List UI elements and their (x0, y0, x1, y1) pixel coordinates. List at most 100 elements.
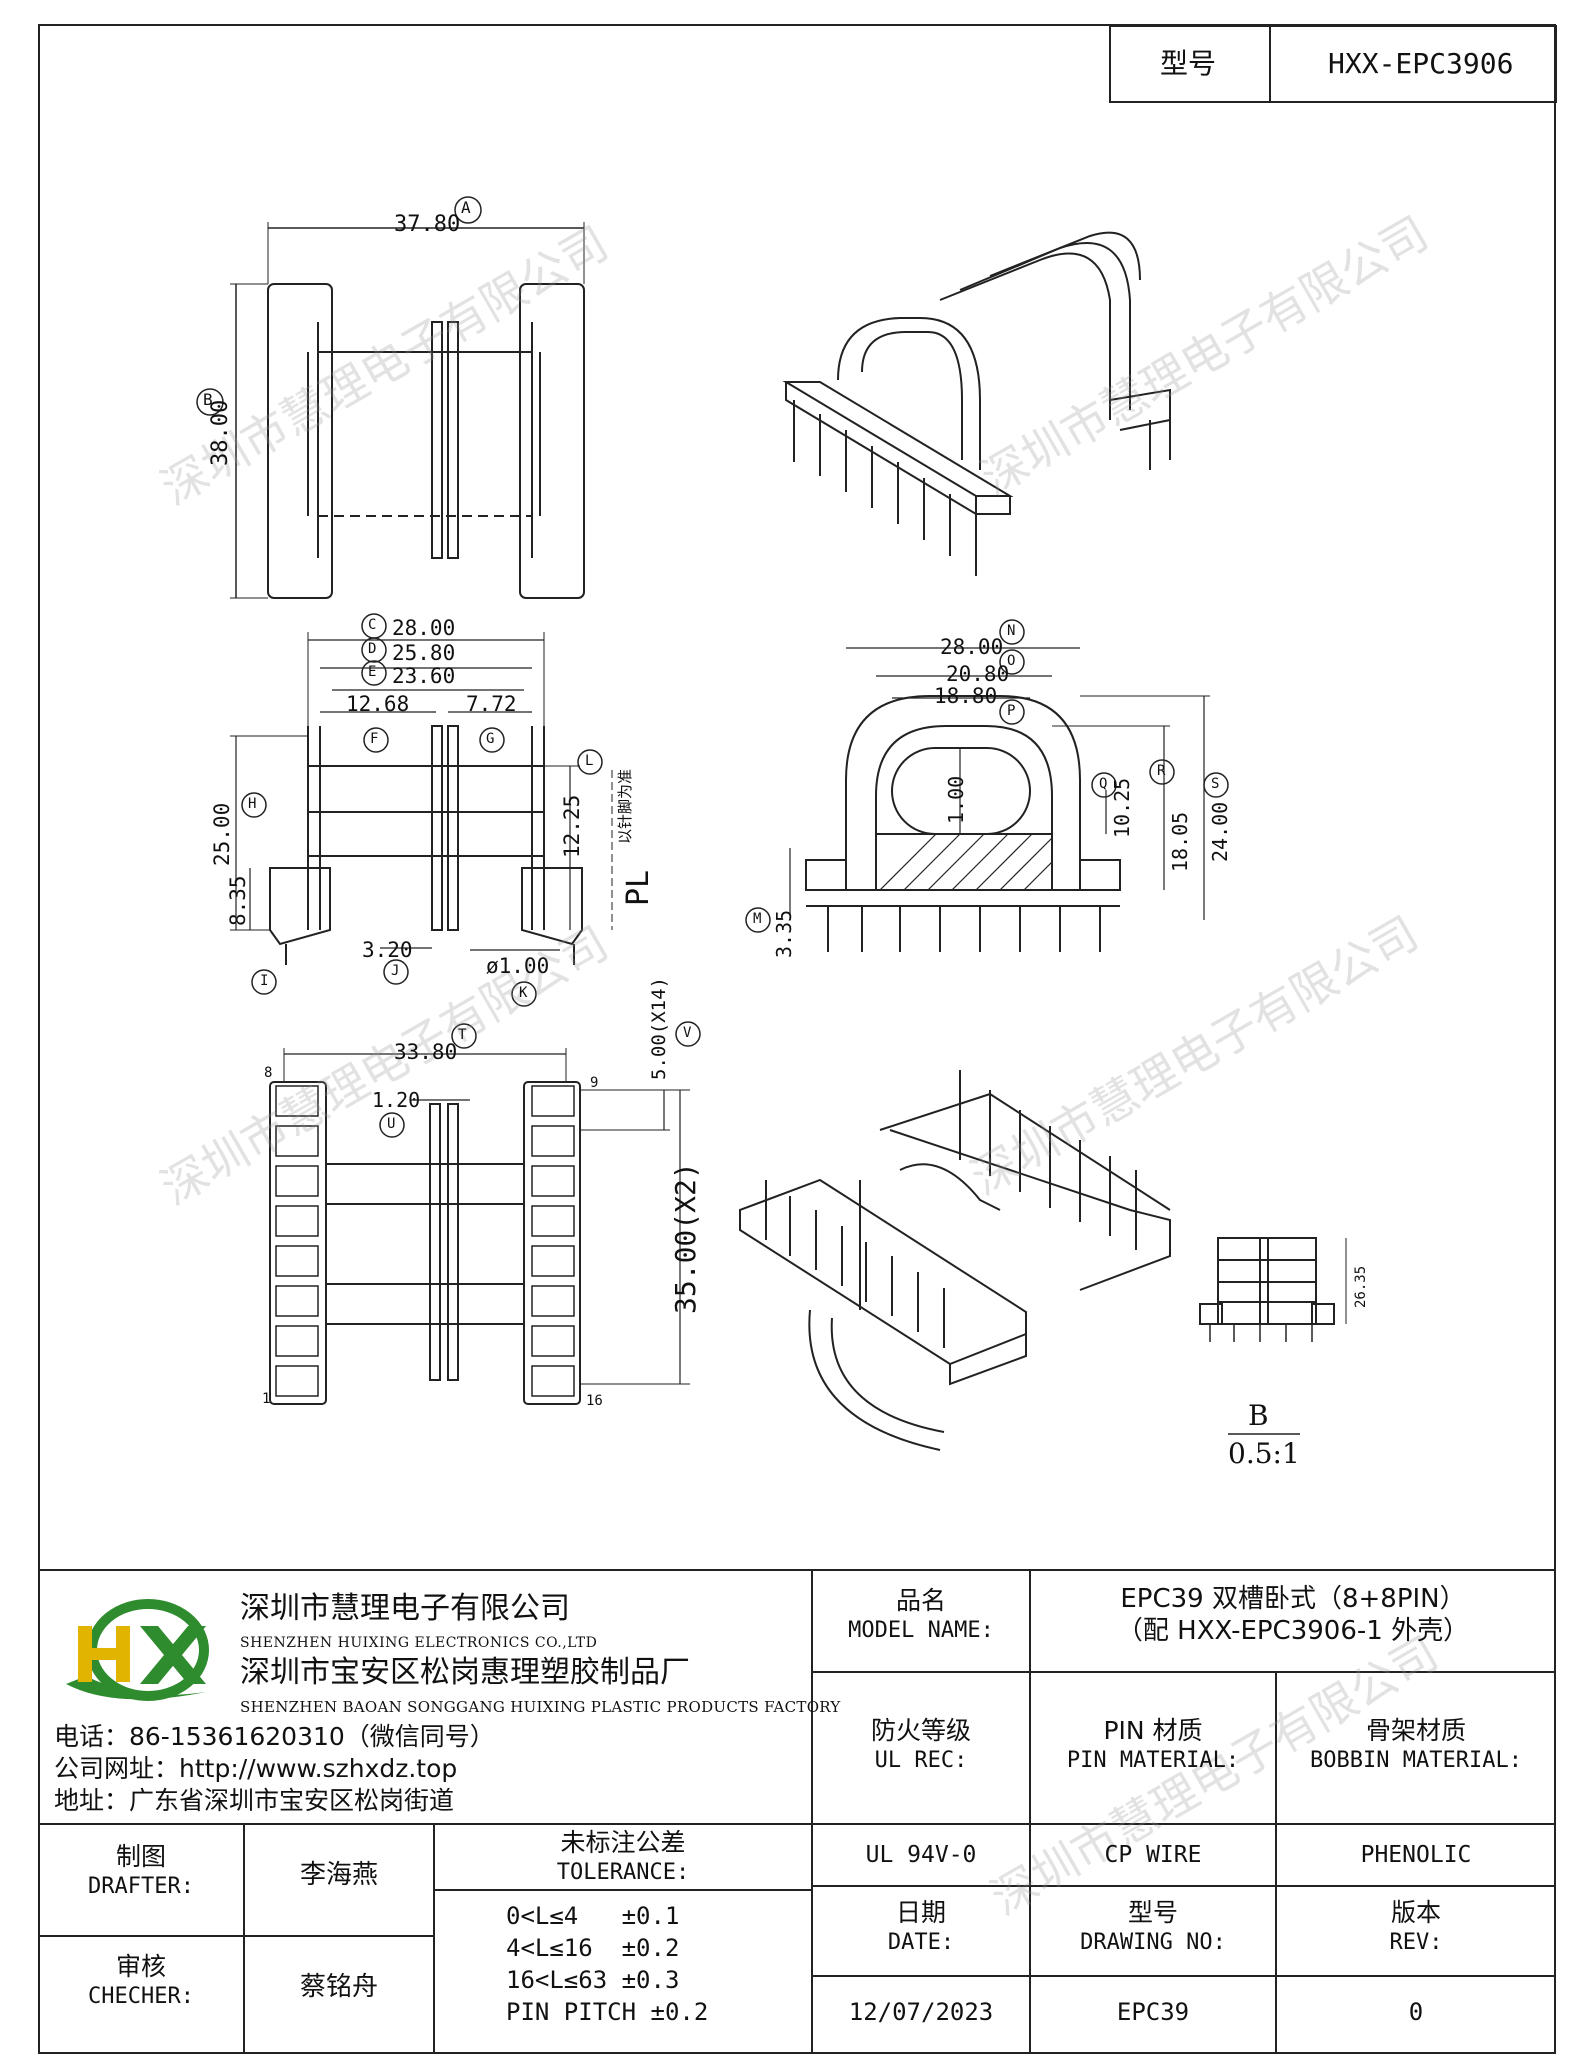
logo-text: HX (56, 1592, 57, 1593)
pin-label-16: 16 (586, 1393, 603, 1409)
callout-c: C (368, 617, 377, 633)
ul-label-cn: 防火等级 (870, 1716, 971, 1745)
callout-m: M (753, 911, 762, 927)
drafter-label-en: DRAFTER: (88, 1874, 194, 1899)
dim-side-h: 25.00 (210, 802, 234, 866)
dim-front-pin: 3.35 (772, 909, 796, 958)
drawing-frame (38, 24, 1556, 2054)
rev-value: 0 (1408, 1998, 1424, 2026)
callout-s: S (1211, 776, 1220, 792)
factory-name-cn: 深圳市宝安区松岗惠理塑胶制品厂 (240, 1655, 690, 1690)
dim-top-width: 37.80 (394, 212, 461, 237)
callout-p: P (1007, 703, 1016, 719)
callout-t: T (458, 1027, 467, 1043)
tolerance-label-cn: 未标注公差 (560, 1828, 686, 1857)
model-name-value-2: （配 HXX-EPC3906-1 外壳） (1116, 1616, 1470, 1646)
bobbin-label-cn: 骨架材质 (1365, 1716, 1466, 1745)
company-name-en: SHENZHEN HUIXING ELECTRONICS CO.,LTD (240, 1635, 598, 1651)
dim-pl: PL (621, 869, 656, 906)
dim-top-height: 38.00 (208, 399, 233, 466)
pin-label-8: 8 (264, 1065, 273, 1081)
view-scale: 0.5:1 (1228, 1437, 1300, 1470)
tolerance-row-3: 16<L≤63 ±0.3 (506, 1966, 680, 1994)
dim-side-w3: 23.60 (392, 664, 456, 688)
drawing-no-label-en: DRAWING NO: (1080, 1930, 1226, 1955)
dim-pl-note: 以针脚为准 (616, 768, 634, 844)
model-label: 型号 (1160, 47, 1217, 80)
model-name-value-1: EPC39 双槽卧式（8+8PIN） (1120, 1584, 1466, 1614)
drafter-label-cn: 制图 (115, 1842, 166, 1871)
ul-label-en: UL REC: (874, 1748, 968, 1773)
dim-front-w1: 28.00 (940, 635, 1004, 659)
company-website: 公司网址：http://www.szhxdz.top (54, 1754, 458, 1783)
pin-label-9: 9 (590, 1075, 599, 1091)
dim-small-h: 26.35 (1353, 1265, 1369, 1308)
model-name-label-en: MODEL NAME: (848, 1618, 994, 1643)
dim-bottom-slot: 1.20 (372, 1088, 421, 1112)
dim-pin-gap: 3.20 (362, 938, 413, 962)
callout-f: F (370, 731, 379, 747)
tolerance-label-en: TOLERANCE: (556, 1860, 690, 1885)
tolerance-row-1: 0<L≤4 ±0.1 (506, 1902, 680, 1930)
bobbin-label-en: BOBBIN MATERIAL: (1310, 1748, 1522, 1773)
callout-d: D (368, 641, 377, 657)
company-name-cn: 深圳市慧理电子有限公司 (240, 1591, 570, 1626)
dim-front-1: 1.00 (944, 775, 968, 824)
dim-bottom-w: 33.80 (394, 1040, 458, 1064)
dim-front-w2: 20.80 (946, 662, 1010, 686)
checker-label-en: CHECHER: (88, 1984, 194, 2009)
callout-h: H (248, 796, 257, 812)
dim-front-h3: 24.00 (1208, 801, 1232, 862)
dim-front-h2: 18.05 (1168, 811, 1192, 872)
callout-o: O (1007, 653, 1016, 669)
date-label-en: DATE: (887, 1930, 955, 1955)
pin-value: CP WIRE (1104, 1842, 1202, 1868)
model-value: HXX-EPC3906 (1328, 47, 1514, 80)
tolerance-row-4: PIN PITCH ±0.2 (506, 1998, 709, 2026)
callout-u: U (387, 1116, 396, 1132)
date-value: 12/07/2023 (848, 1998, 994, 2026)
callout-r: R (1157, 763, 1166, 779)
drawing-no-label-cn: 型号 (1127, 1898, 1178, 1927)
callout-l: L (585, 753, 594, 769)
logo-graphic (66, 1599, 209, 1701)
bobbin-value: PHENOLIC (1360, 1842, 1472, 1868)
view-b-label: B (1248, 1399, 1269, 1432)
dim-side-w1: 28.00 (392, 616, 456, 640)
checker-name: 蔡铭舟 (299, 1972, 378, 2002)
dim-pin-dia: ø1.00 (486, 954, 550, 978)
callout-g: G (486, 731, 495, 747)
company-phone: 电话：86-15361620310（微信同号） (54, 1722, 495, 1751)
company-logo: HX (56, 1592, 218, 1710)
dim-side-w5: 7.72 (466, 692, 517, 716)
callout-b: B (203, 390, 213, 409)
dim-side-w4: 12.68 (346, 692, 410, 716)
factory-name-en: SHENZHEN BAOAN SONGGANG HUIXING PLASTIC … (240, 1698, 841, 1716)
callout-n: N (1007, 623, 1016, 639)
rev-label-en: REV: (1389, 1930, 1443, 1955)
drawing-no-value: EPC39 (1116, 1998, 1190, 2026)
callout-j: J (391, 963, 400, 979)
dim-span: 35.00(X2) (669, 1162, 702, 1314)
tolerance-row-2: 4<L≤16 ±0.2 (506, 1934, 680, 1962)
callout-i: I (260, 973, 269, 989)
callout-a: A (461, 198, 471, 217)
pin-label-en: PIN MATERIAL: (1066, 1748, 1240, 1773)
dim-side-w2: 25.80 (392, 641, 456, 665)
company-address: 地址：广东省深圳市宝安区松岗街道 (54, 1786, 455, 1815)
drafter-name: 李海燕 (299, 1860, 378, 1890)
callout-k: K (519, 985, 528, 1001)
dim-front-w3: 18.80 (934, 684, 998, 708)
date-label-cn: 日期 (895, 1898, 946, 1927)
checker-label-cn: 审核 (115, 1952, 166, 1981)
callout-v: V (683, 1025, 692, 1041)
rev-label-cn: 版本 (1390, 1898, 1441, 1927)
dim-pitch: 5.00(X14) (648, 977, 670, 1080)
ul-value: UL 94V-0 (865, 1842, 977, 1868)
callout-e: E (368, 664, 377, 680)
model-name-label-cn: 品名 (895, 1586, 946, 1615)
dim-side-h3: 12.25 (560, 794, 584, 858)
callout-q: Q (1099, 776, 1108, 792)
dim-side-h2: 8.35 (226, 875, 250, 926)
